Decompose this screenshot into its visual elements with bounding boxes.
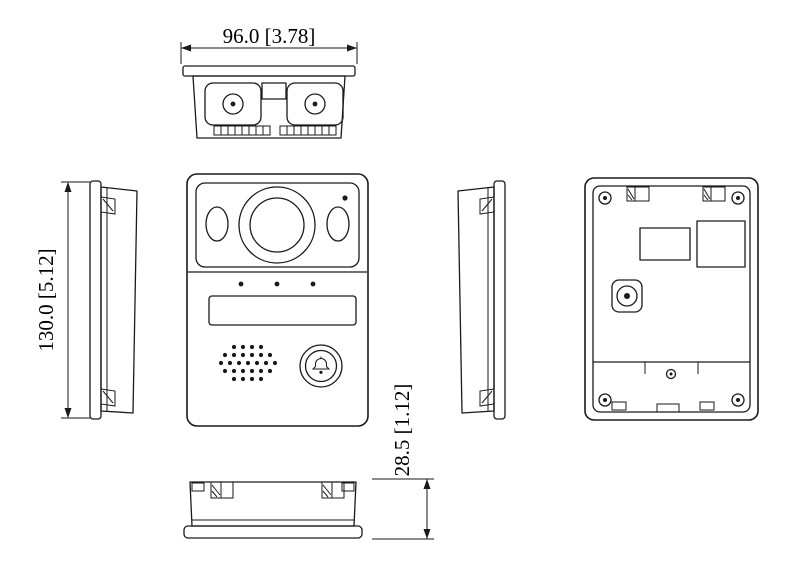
name-plate bbox=[208, 295, 357, 326]
call-button bbox=[299, 344, 343, 388]
right-side-view bbox=[457, 180, 506, 420]
rear-hook-right bbox=[702, 186, 726, 202]
front-view bbox=[186, 173, 369, 427]
rear-hook-left bbox=[626, 186, 650, 202]
led-indicators bbox=[238, 281, 316, 287]
top-view-right-screw-hole bbox=[304, 93, 326, 115]
top-view-left-pocket bbox=[204, 82, 262, 126]
right-side-body bbox=[457, 186, 495, 414]
rear-screw-bottom-left bbox=[598, 393, 612, 407]
bottom-view-faceplate-edge bbox=[183, 525, 363, 539]
rear-cable-entry-center bbox=[656, 403, 680, 413]
mic-hole bbox=[342, 195, 348, 201]
right-side-faceplate bbox=[493, 180, 506, 420]
top-view-center-notch bbox=[261, 82, 287, 100]
front-housing bbox=[186, 173, 369, 427]
left-side-body bbox=[100, 186, 138, 414]
camera-lens-inner bbox=[249, 197, 305, 253]
left-side-faceplate bbox=[89, 180, 102, 420]
top-view-body bbox=[192, 75, 346, 139]
top-view-left-screw-hole bbox=[222, 93, 244, 115]
width-dimension: 96.0 [3.78] bbox=[180, 24, 358, 64]
rear-cable-entry-right bbox=[699, 401, 715, 411]
bottom-view-tab-right bbox=[341, 482, 355, 492]
speaker-grille bbox=[218, 344, 278, 382]
ir-led-right bbox=[326, 206, 350, 242]
rear-screw-top-left bbox=[598, 191, 612, 205]
depth-dimension: 28.5 [1.12] bbox=[372, 384, 434, 540]
left-side-view bbox=[89, 180, 138, 420]
rear-screw-top-right bbox=[731, 191, 745, 205]
right-side-clip-top bbox=[479, 196, 495, 215]
rear-screw-bottom-right bbox=[731, 393, 745, 407]
rear-cable-grommet bbox=[611, 279, 643, 313]
bottom-view-hook-right bbox=[321, 481, 345, 499]
bottom-view-tab-left bbox=[191, 482, 205, 492]
right-side-clip-bottom bbox=[479, 388, 495, 407]
height-dimension-label: 130.0 [5.12] bbox=[34, 248, 58, 351]
rear-cutout-left bbox=[639, 227, 691, 261]
top-view bbox=[182, 65, 356, 139]
width-dimension-label: 96.0 [3.78] bbox=[223, 24, 316, 48]
top-view-right-pocket bbox=[286, 82, 344, 126]
rear-cutout-right bbox=[696, 220, 746, 268]
bottom-view bbox=[183, 481, 363, 539]
camera-lens-outer bbox=[238, 186, 316, 264]
top-view-faceplate-edge bbox=[182, 65, 356, 77]
height-dimension: 130.0 [5.12] bbox=[34, 181, 90, 419]
left-side-clip-bottom bbox=[100, 388, 116, 407]
front-camera-panel bbox=[195, 182, 360, 268]
left-side-clip-top bbox=[100, 196, 116, 215]
depth-dimension-label: 28.5 [1.12] bbox=[390, 384, 414, 477]
rear-cable-entry-left bbox=[611, 401, 627, 411]
bottom-view-hook-left bbox=[210, 481, 234, 499]
rear-center-screw bbox=[665, 368, 677, 380]
ir-led-left bbox=[205, 206, 229, 242]
top-view-terminal-block bbox=[213, 125, 337, 136]
rear-housing bbox=[584, 177, 759, 421]
bell-icon bbox=[311, 356, 331, 374]
rear-view bbox=[584, 177, 759, 421]
